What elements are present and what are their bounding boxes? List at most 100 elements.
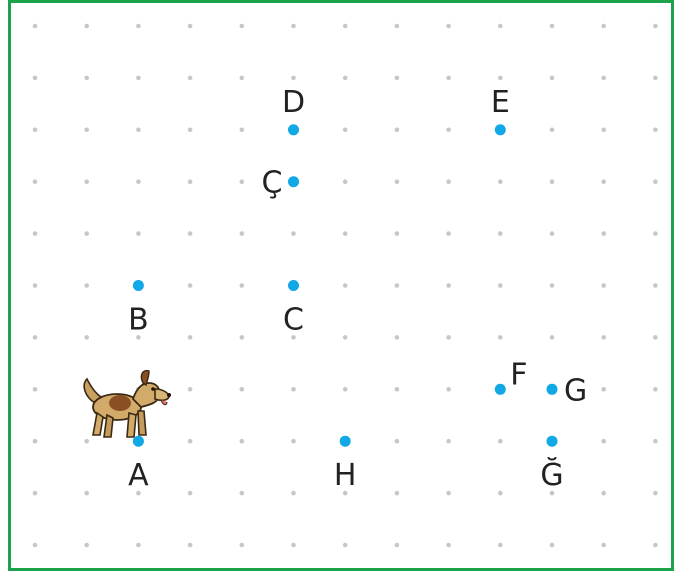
grid-dot [446,76,451,81]
grid-dot [188,231,193,236]
grid-dot [498,283,503,288]
grid-dot [395,387,400,392]
grid-dot [395,76,400,81]
point-h: H [334,436,357,494]
grid-dot [498,24,503,29]
grid-dot [550,283,555,288]
grid-dot [395,491,400,496]
grid-dot [395,543,400,548]
point-label: D [282,85,305,120]
point-g-breve: Ğ [540,436,563,494]
point-label: Ğ [540,456,563,493]
grid-dot [291,387,296,392]
grid-dot [653,283,658,288]
grid-dot [240,24,245,29]
grid-dot [653,543,658,548]
grid-dot [136,128,141,133]
grid-dot [188,543,193,548]
grid-dot [395,24,400,29]
grid-dot [653,24,658,29]
point-label: E [491,85,510,120]
point-marker [133,280,144,291]
grid-dot [343,128,348,133]
grid-dot [33,179,38,184]
grid-dot [291,543,296,548]
point-marker [495,384,506,395]
grid-dot [240,179,245,184]
grid-dot [84,335,89,340]
grid-dot [33,231,38,236]
grid-dot [395,439,400,444]
grid-dot [446,179,451,184]
grid-dot [395,335,400,340]
point-label: C [283,303,304,338]
grid-dot [653,231,658,236]
grid-dot [33,24,38,29]
grid-dot [498,543,503,548]
grid-dot [33,335,38,340]
grid-dot [601,491,606,496]
point-marker [133,436,144,447]
grid-dot [653,76,658,81]
grid-dot [84,491,89,496]
grid-dot [343,231,348,236]
point-label: G [564,373,587,408]
grid-dot [188,387,193,392]
grid-dot [550,24,555,29]
grid-dot [188,335,193,340]
grid-dot [343,387,348,392]
point-marker [547,384,558,395]
grid-dot [550,76,555,81]
point-c: C [283,280,304,338]
grid-dot [240,335,245,340]
grid-dot [84,543,89,548]
grid-dot [446,387,451,392]
point-marker [288,176,299,187]
grid-dot [653,335,658,340]
grid-dot [343,543,348,548]
grid-dot [550,543,555,548]
grid-dot [653,179,658,184]
grid-dot [601,439,606,444]
grid-dot [446,231,451,236]
grid-dot [188,179,193,184]
grid-dot [343,24,348,29]
point-marker [495,124,506,135]
grid-dot [33,128,38,133]
grid-dot [188,76,193,81]
grid-dot [601,76,606,81]
grid-dot [188,439,193,444]
point-e: E [491,85,510,136]
grid-dot [601,128,606,133]
grid-dot [601,231,606,236]
grid-dot [498,231,503,236]
point-label: H [334,458,357,493]
point-marker [547,436,558,447]
grid-dot [240,543,245,548]
grid-dot [188,491,193,496]
grid-dot [240,283,245,288]
grid-dot [136,76,141,81]
grid-dot [291,24,296,29]
grid-dot [343,179,348,184]
grid-dot [498,439,503,444]
point-f: F [495,357,528,395]
grid-dot [240,439,245,444]
grid-dot [291,439,296,444]
grid-dot [188,24,193,29]
grid-dot [291,231,296,236]
grid-dot [395,231,400,236]
grid-dot [550,231,555,236]
grid-dot [446,335,451,340]
grid-dot [498,335,503,340]
grid-dot [446,283,451,288]
grid-dot [136,179,141,184]
point-d: D [282,85,305,136]
grid-dot [33,387,38,392]
grid-dot [498,76,503,81]
grid-dot [136,24,141,29]
grid-dot [395,128,400,133]
grid-dot [550,179,555,184]
